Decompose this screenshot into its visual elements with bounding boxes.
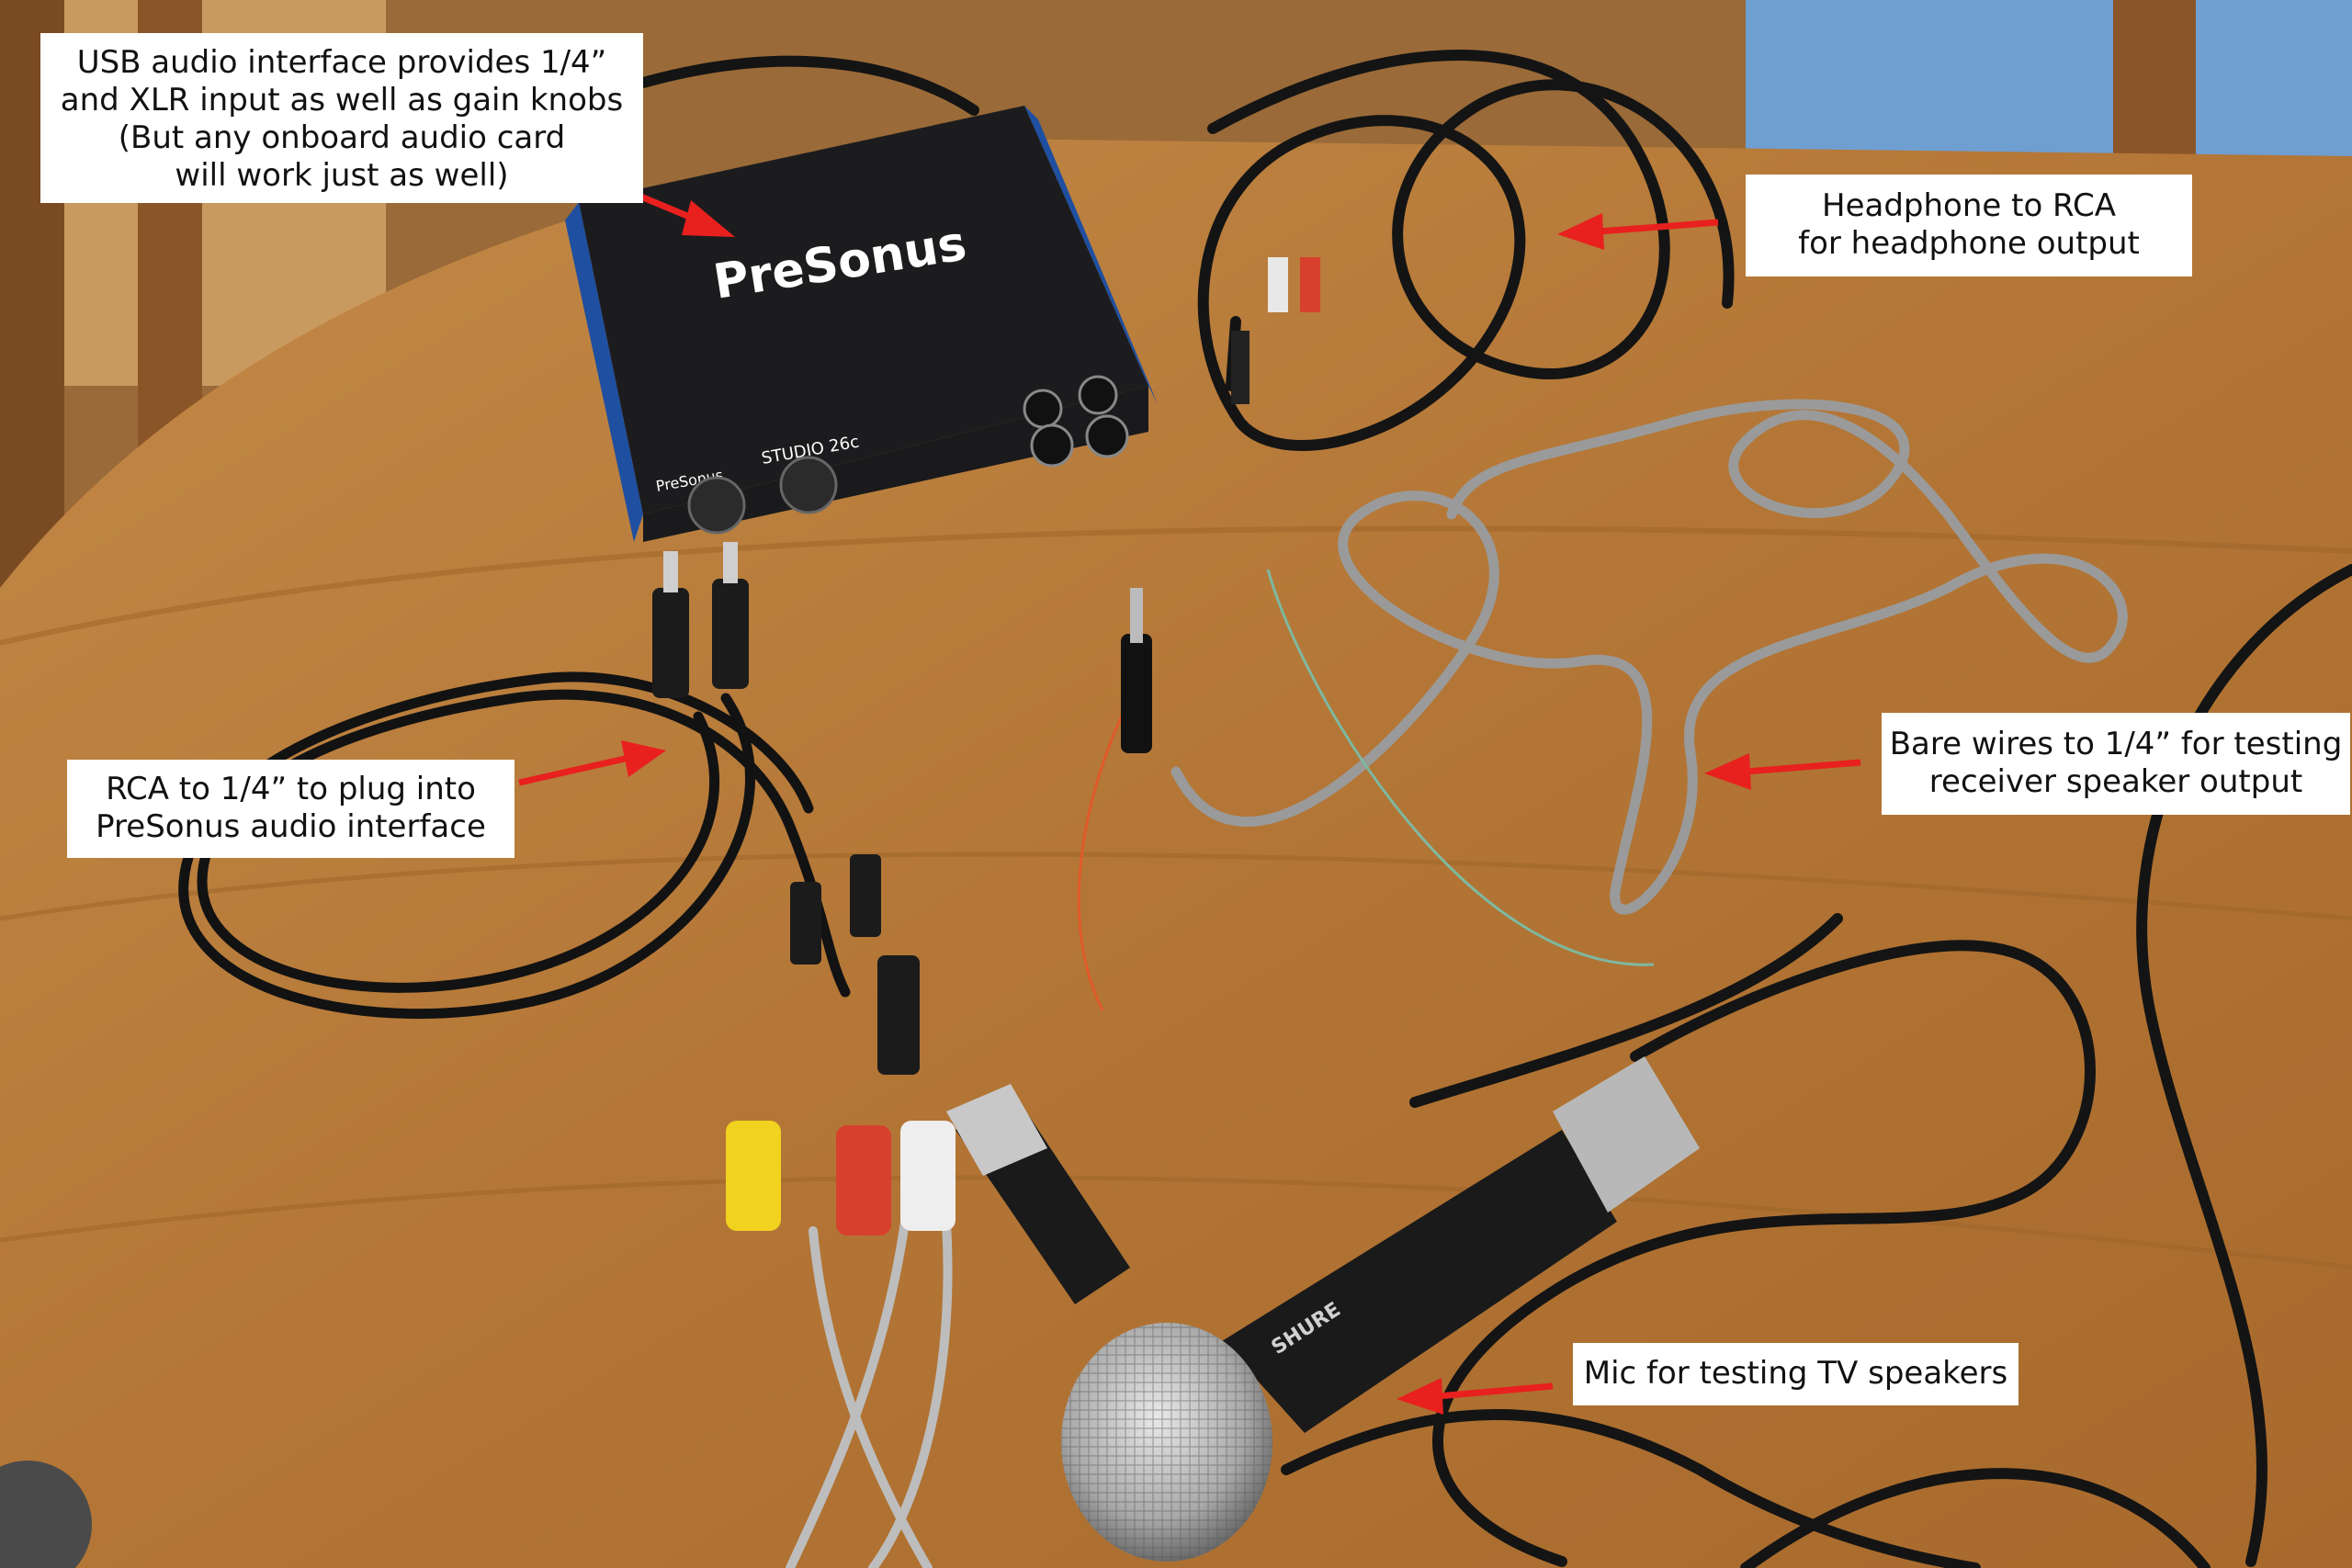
headphone-jack — [1231, 331, 1250, 404]
green-wire — [1266, 569, 1655, 966]
rca-plug-1 — [790, 882, 821, 964]
microphone: SHURE — [1061, 1056, 1700, 1562]
label-line: Mic for testing TV speakers — [1583, 1355, 2008, 1392]
rca-red-plug-2 — [836, 1125, 891, 1235]
arrow-bare-wires — [1704, 753, 1861, 790]
mic-connector — [1553, 1056, 1700, 1213]
xlr-cable-plug — [946, 1084, 1130, 1304]
label-line: receiver speaker output — [1928, 763, 2303, 800]
rca-red-plug — [1300, 257, 1320, 312]
mic-cable — [1281, 564, 2352, 1568]
bare-wire-cable — [1170, 399, 2128, 915]
quarter-inch-plug-2 — [712, 579, 749, 689]
label-bare-wires: Bare wires to 1/4” for testing receiver … — [1882, 713, 2350, 815]
annotation-arrows — [518, 171, 1861, 1415]
gain-knob-1 — [1023, 389, 1063, 429]
label-headphone-rca: Headphone to RCA for headphone output — [1746, 175, 2192, 276]
label-line: and XLR input as well as gain knobs — [60, 82, 624, 118]
label-line: (But any onboard audio card — [118, 119, 566, 156]
presonus-interface: PreSonus PreSonus STUDIO 26c — [565, 106, 1158, 542]
label-rca-quarter: RCA to 1/4” to plug into PreSonus audio … — [67, 760, 514, 858]
rca-white-plug-2 — [900, 1121, 956, 1231]
headphone-rca-cable — [638, 50, 1735, 451]
label-line: Headphone to RCA — [1822, 187, 2116, 224]
rca-yellow-plug — [726, 1121, 781, 1231]
arrow-mic — [1396, 1378, 1554, 1415]
rca-plug-2 — [850, 854, 881, 937]
xlr-input-2 — [779, 456, 838, 514]
gain-knob-2 — [1078, 375, 1118, 415]
label-line: Bare wires to 1/4” for testing — [1889, 726, 2343, 762]
label-line: for headphone output — [1798, 225, 2140, 262]
sock — [0, 1461, 92, 1568]
rca-white-plug — [1268, 257, 1288, 312]
rca-coupler — [877, 955, 920, 1075]
label-line: will work just as well) — [175, 157, 509, 194]
label-line: USB audio interface provides 1/4” — [76, 44, 607, 81]
xlr-input-1 — [687, 476, 746, 535]
red-wire — [1077, 697, 1132, 1011]
arrow-headphone — [1557, 213, 1719, 250]
label-mic: Mic for testing TV speakers — [1573, 1343, 2018, 1405]
phones-knob — [1085, 414, 1129, 458]
label-line: PreSonus audio interface — [96, 808, 486, 845]
label-line: RCA to 1/4” to plug into — [106, 771, 476, 807]
composite-rca-cable — [786, 1217, 953, 1568]
quarter-inch-plug-1 — [652, 588, 689, 698]
arrow-rca — [518, 740, 666, 786]
label-usb-interface: USB audio interface provides 1/4” and XL… — [40, 33, 643, 203]
main-knob — [1030, 423, 1074, 468]
quarter-inch-plug-bare — [1121, 634, 1152, 753]
